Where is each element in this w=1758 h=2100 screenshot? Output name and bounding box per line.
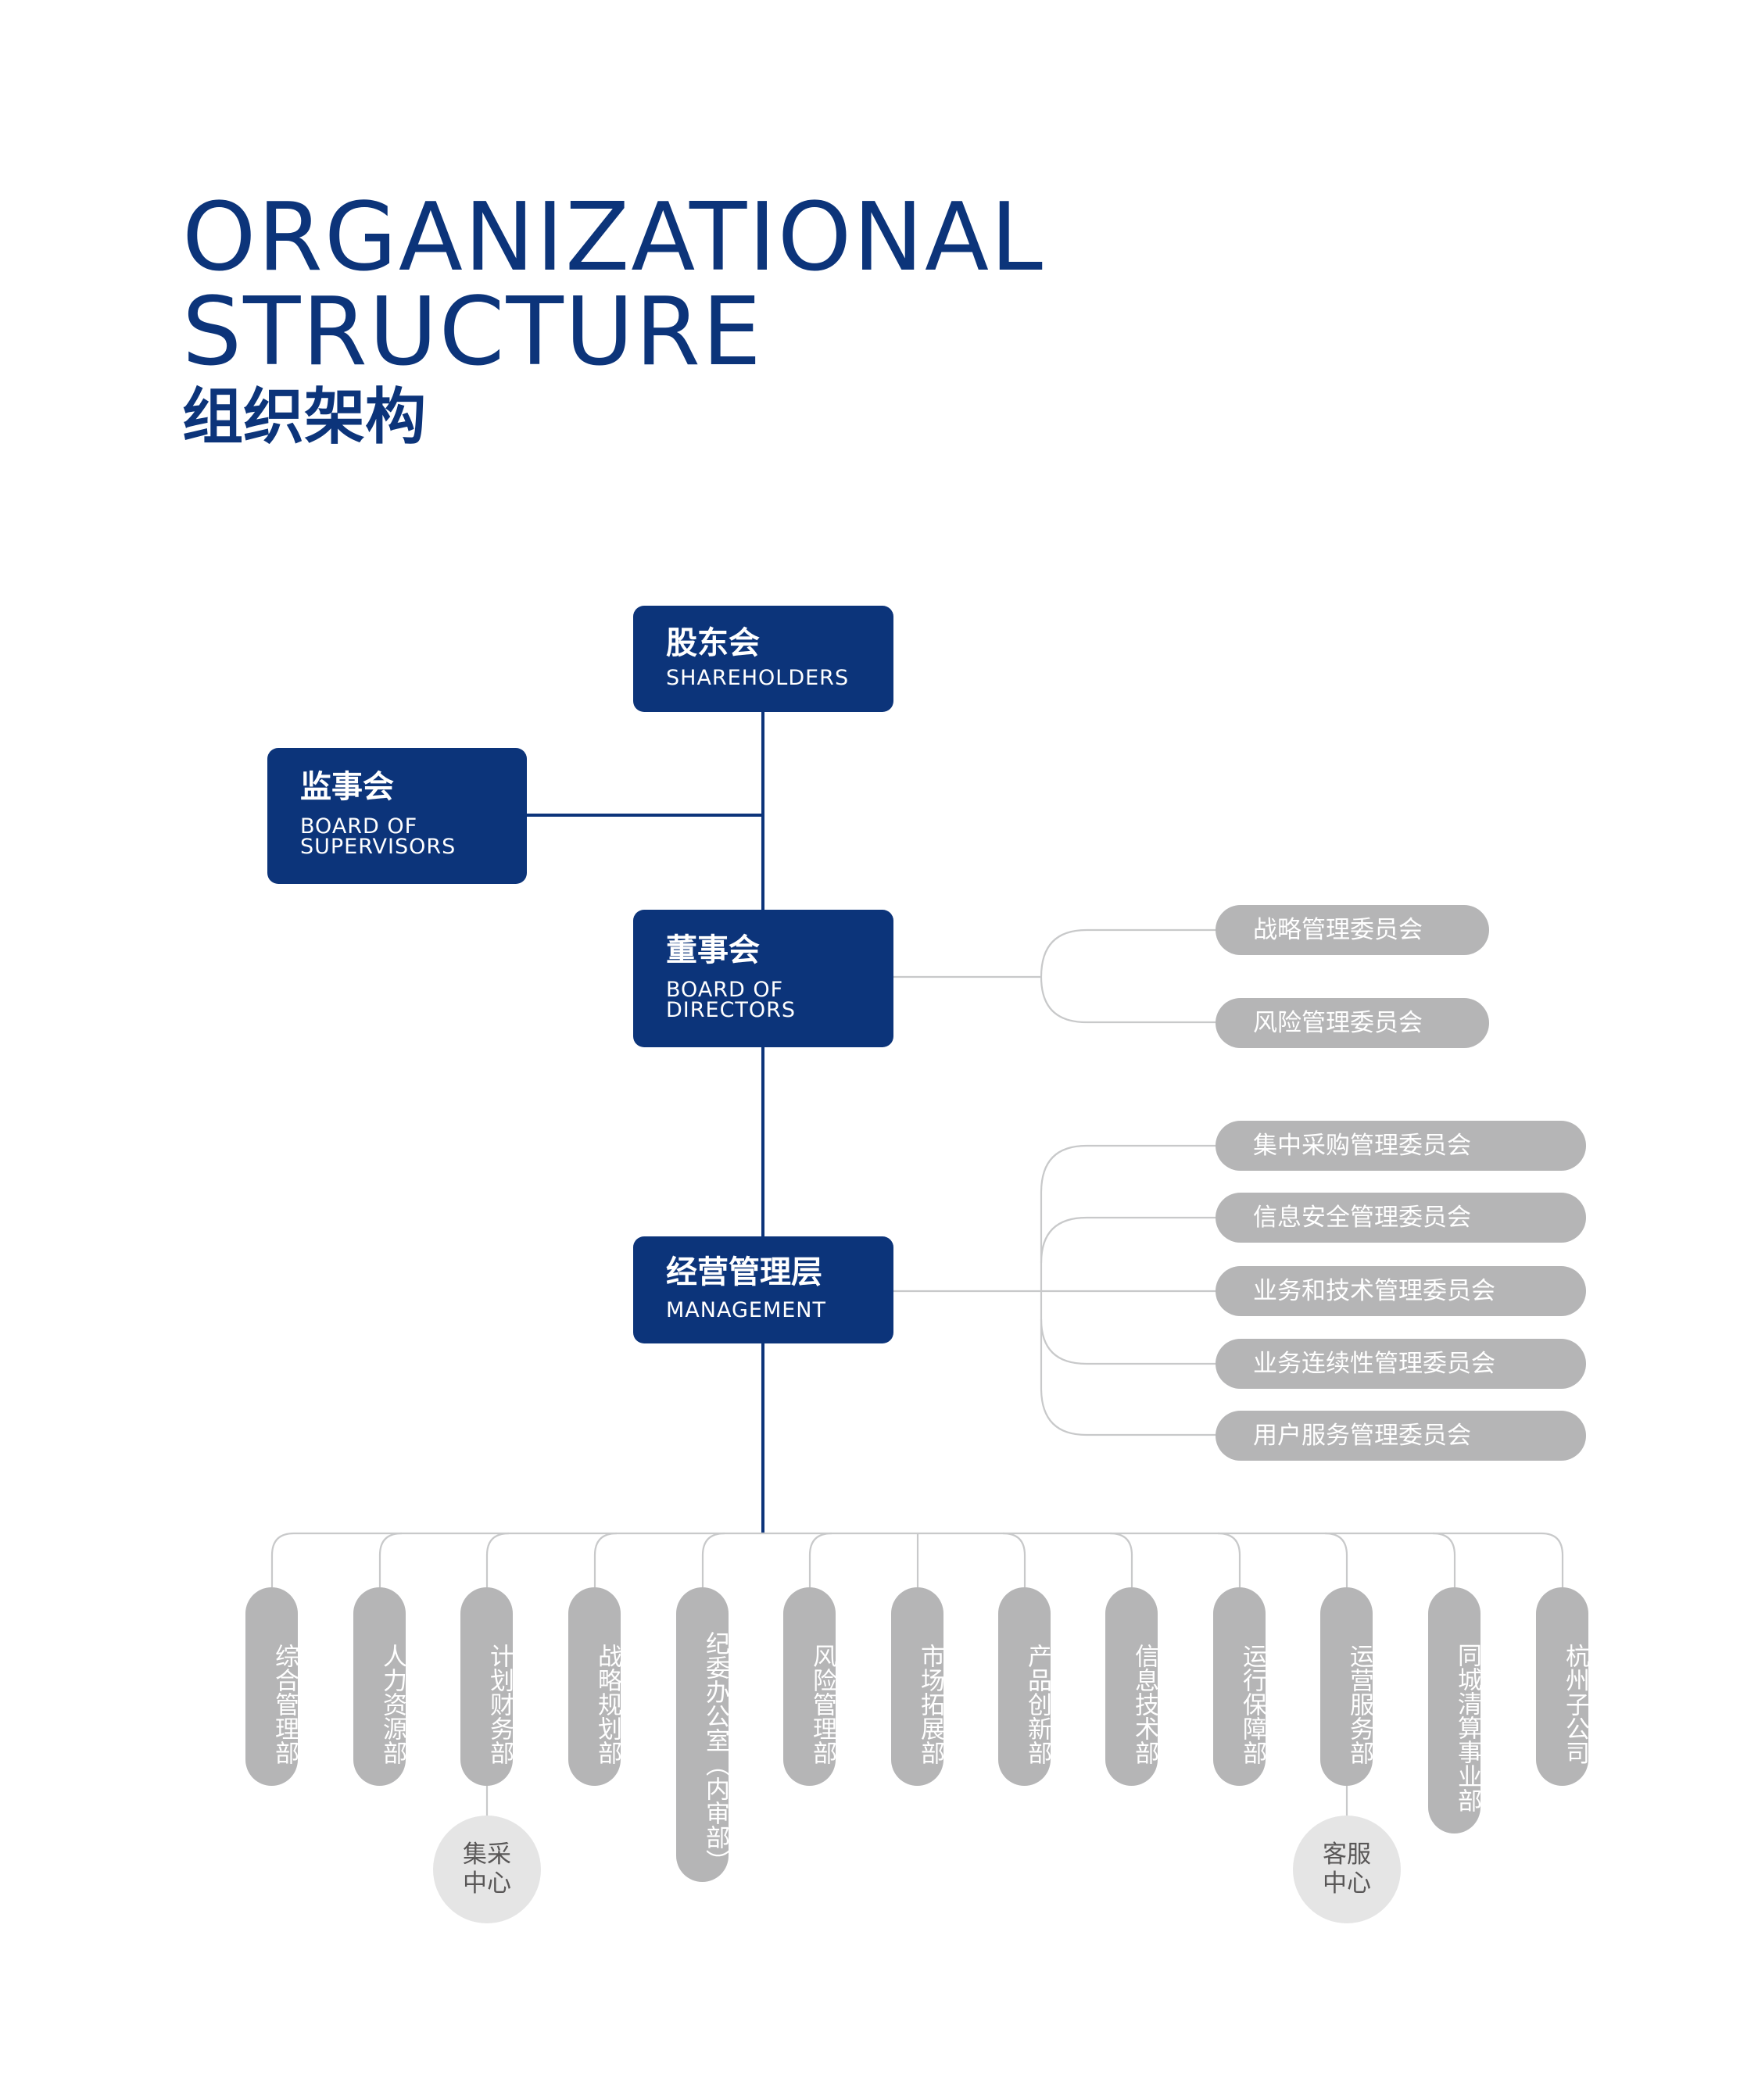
dept-branch-13 <box>1541 1532 1564 1587</box>
dept-branch-10 <box>1217 1532 1241 1587</box>
department-label: 纪委办公室（内审部） <box>701 1630 729 1873</box>
procurement-center: 集采 中心 <box>433 1816 541 1923</box>
page-title-line-2: STRUCTURE <box>182 278 763 387</box>
directors-zh: 董事会 <box>666 932 760 968</box>
department-label: 运营服务部 <box>1345 1643 1373 1765</box>
mgmt-committee-branch-2 <box>1040 1216 1216 1264</box>
dept-branch-11 <box>1324 1532 1348 1587</box>
dept-branch-8 <box>1002 1532 1026 1587</box>
department-operations-service: 运营服务部 <box>1320 1587 1373 1786</box>
dept-branch-9 <box>1109 1532 1133 1587</box>
department-planning-finance: 计划财务部 <box>460 1587 514 1786</box>
department-city-clearing: 同城清算事业部 <box>1428 1587 1481 1833</box>
dept-branch-12 <box>1432 1532 1456 1587</box>
directors-en: BOARD OF DIRECTORS <box>666 978 797 1022</box>
dept-branch-6 <box>808 1532 832 1587</box>
supervisors-zh: 监事会 <box>300 769 394 805</box>
dept-branch-3 <box>485 1532 510 1587</box>
shareholders-en: SHAREHOLDERS <box>666 666 850 690</box>
board-committee-risk: 风险管理委员会 <box>1216 998 1489 1048</box>
mgmt-committee-procurement: 集中采购管理委员会 <box>1216 1121 1586 1171</box>
board-committee-strategy: 战略管理委员会 <box>1216 905 1489 955</box>
department-information-technology: 信息技术部 <box>1105 1587 1158 1786</box>
supervisors-en: BOARD OF SUPERVISORS <box>300 814 457 859</box>
department-strategic-planning: 战略规划部 <box>568 1587 621 1786</box>
page-title-line-1: ORGANIZATIONAL <box>182 184 1044 292</box>
shareholders-node: 股东会 SHAREHOLDERS <box>633 606 893 712</box>
department-general-management: 综合管理部 <box>245 1587 299 1786</box>
department-label: 人力资源部 <box>378 1643 406 1765</box>
mgmt-committee-infosec: 信息安全管理委员会 <box>1216 1193 1586 1243</box>
directors-node: 董事会 BOARD OF DIRECTORS <box>633 910 893 1047</box>
department-label: 运行保障部 <box>1238 1643 1266 1765</box>
shareholders-zh: 股东会 <box>666 625 760 661</box>
department-market-expansion: 市场拓展部 <box>891 1587 944 1786</box>
management-zh: 经营管理层 <box>666 1254 822 1290</box>
supervisors-node: 监事会 BOARD OF SUPERVISORS <box>267 748 527 884</box>
department-risk-management: 风险管理部 <box>783 1587 836 1786</box>
management-en: MANAGEMENT <box>666 1298 826 1322</box>
mgmt-committee-business-tech: 业务和技术管理委员会 <box>1216 1266 1586 1316</box>
department-label: 信息技术部 <box>1130 1643 1158 1765</box>
department-label: 杭州子公司 <box>1561 1643 1589 1765</box>
department-label: 市场拓展部 <box>916 1643 944 1765</box>
department-hangzhou-subsidiary: 杭州子公司 <box>1536 1587 1589 1786</box>
dept-branch-4 <box>593 1532 618 1587</box>
dept-branch-1 <box>270 1532 295 1587</box>
board-committee-bracket <box>1040 928 1216 1024</box>
department-label: 战略规划部 <box>593 1643 621 1765</box>
department-label: 风险管理部 <box>808 1643 836 1765</box>
customer-service-center: 客服 中心 <box>1293 1816 1401 1923</box>
department-product-innovation: 产品创新部 <box>998 1587 1051 1786</box>
mgmt-committee-bracket <box>1040 1144 1216 1436</box>
mgmt-committee-user-service: 用户服务管理委员会 <box>1216 1411 1586 1461</box>
department-label: 综合管理部 <box>270 1643 299 1765</box>
department-label: 产品创新部 <box>1023 1643 1051 1765</box>
mgmt-committee-continuity: 业务连续性管理委员会 <box>1216 1339 1586 1389</box>
page-title-zh: 组织架构 <box>182 382 427 453</box>
department-label: 计划财务部 <box>485 1643 514 1765</box>
department-label: 同城清算事业部 <box>1453 1643 1481 1812</box>
department-discipline-audit: 纪委办公室（内审部） <box>676 1587 729 1882</box>
department-operations-support: 运行保障部 <box>1213 1587 1266 1786</box>
management-node: 经营管理层 MANAGEMENT <box>633 1236 893 1343</box>
dept-branch-5 <box>701 1532 725 1587</box>
mgmt-committee-branch-4 <box>1040 1318 1216 1365</box>
dept-branch-2 <box>378 1532 403 1587</box>
department-human-resources: 人力资源部 <box>353 1587 406 1786</box>
